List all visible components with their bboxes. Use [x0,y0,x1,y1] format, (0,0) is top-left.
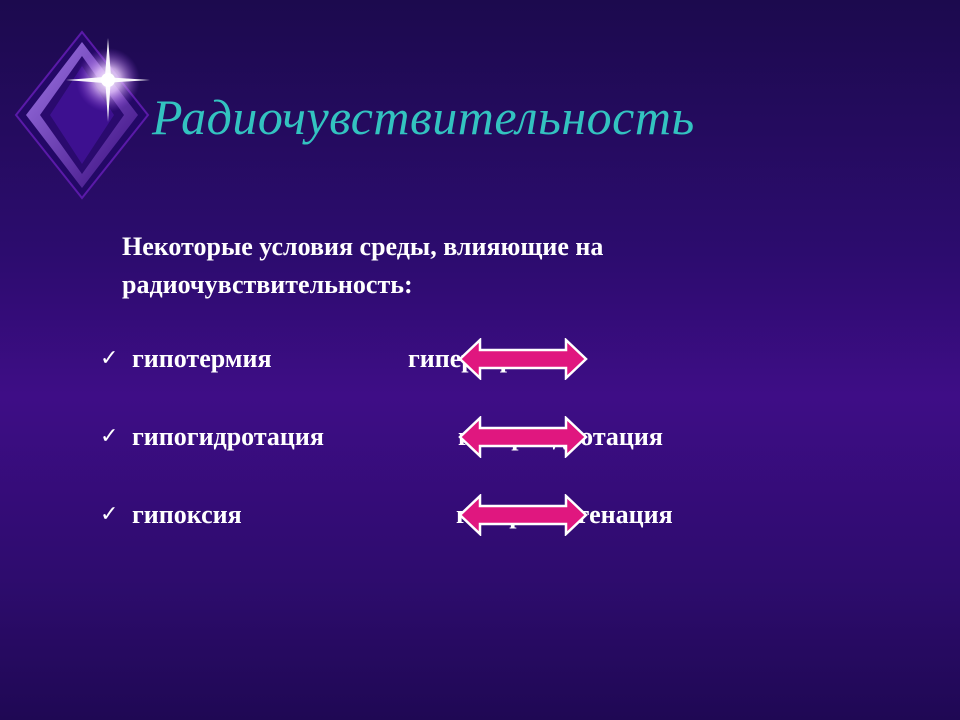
list-item: ✓ гипоксия гипероксигенация [0,494,960,538]
left-term: гипогидротация [132,422,324,451]
slide-title: Радиочувствительность [152,89,695,145]
intro-text: Некоторые условия среды, влияющие на рад… [122,232,604,299]
check-icon: ✓ [100,424,119,449]
check-icon: ✓ [100,346,119,371]
diamond-star-logo-icon [14,30,150,200]
left-term: гипоксия [132,500,242,529]
check-icon: ✓ [100,502,119,527]
list-item: ✓ гипогидротация гипергидротация [0,416,960,460]
list-item: ✓ гипотермия гипертермия [0,338,960,382]
double-arrow-icon [458,416,588,458]
double-arrow-icon [458,338,588,380]
double-arrow-icon [458,494,588,536]
left-term: гипотермия [132,344,272,373]
